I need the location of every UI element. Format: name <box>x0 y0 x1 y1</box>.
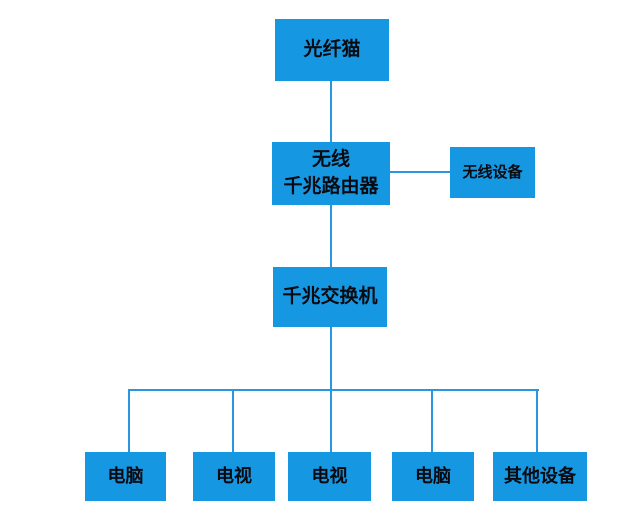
node-computer-left: 电脑 <box>85 452 166 501</box>
node-wireless-gigabit-router-label: 无线 千兆路由器 <box>283 148 379 197</box>
edge-bus-to-tv-left <box>232 389 234 452</box>
edge-bus-to-pc-left <box>128 389 130 452</box>
node-fiber-modem-label: 光纤猫 <box>303 38 361 60</box>
node-tv-left: 电视 <box>193 452 275 501</box>
node-other-devices-label: 其他设备 <box>504 465 576 486</box>
node-fiber-modem: 光纤猫 <box>275 19 389 81</box>
edge-bus-to-other-devices <box>536 389 538 452</box>
edge-distribution-bus <box>128 389 539 391</box>
node-gigabit-switch: 千兆交换机 <box>273 267 387 327</box>
edge-modem-to-router <box>330 81 332 142</box>
node-computer-right: 电脑 <box>392 452 474 501</box>
node-tv-center: 电视 <box>288 452 371 501</box>
node-wireless-device-label: 无线设备 <box>462 164 523 181</box>
edge-router-to-wireless <box>390 171 450 173</box>
edge-bus-to-pc-right <box>431 389 433 452</box>
node-tv-left-label: 电视 <box>216 465 252 486</box>
node-gigabit-switch-label: 千兆交换机 <box>282 285 378 307</box>
edge-bus-to-tv-center <box>330 389 332 452</box>
node-computer-left-label: 电脑 <box>107 465 144 486</box>
node-tv-center-label: 电视 <box>311 465 348 486</box>
node-other-devices: 其他设备 <box>493 452 587 501</box>
node-wireless-gigabit-router: 无线 千兆路由器 <box>272 142 390 205</box>
edge-router-to-switch <box>330 205 332 267</box>
edge-switch-to-bus <box>330 327 332 389</box>
node-wireless-device: 无线设备 <box>450 147 535 198</box>
node-computer-right-label: 电脑 <box>415 465 451 486</box>
